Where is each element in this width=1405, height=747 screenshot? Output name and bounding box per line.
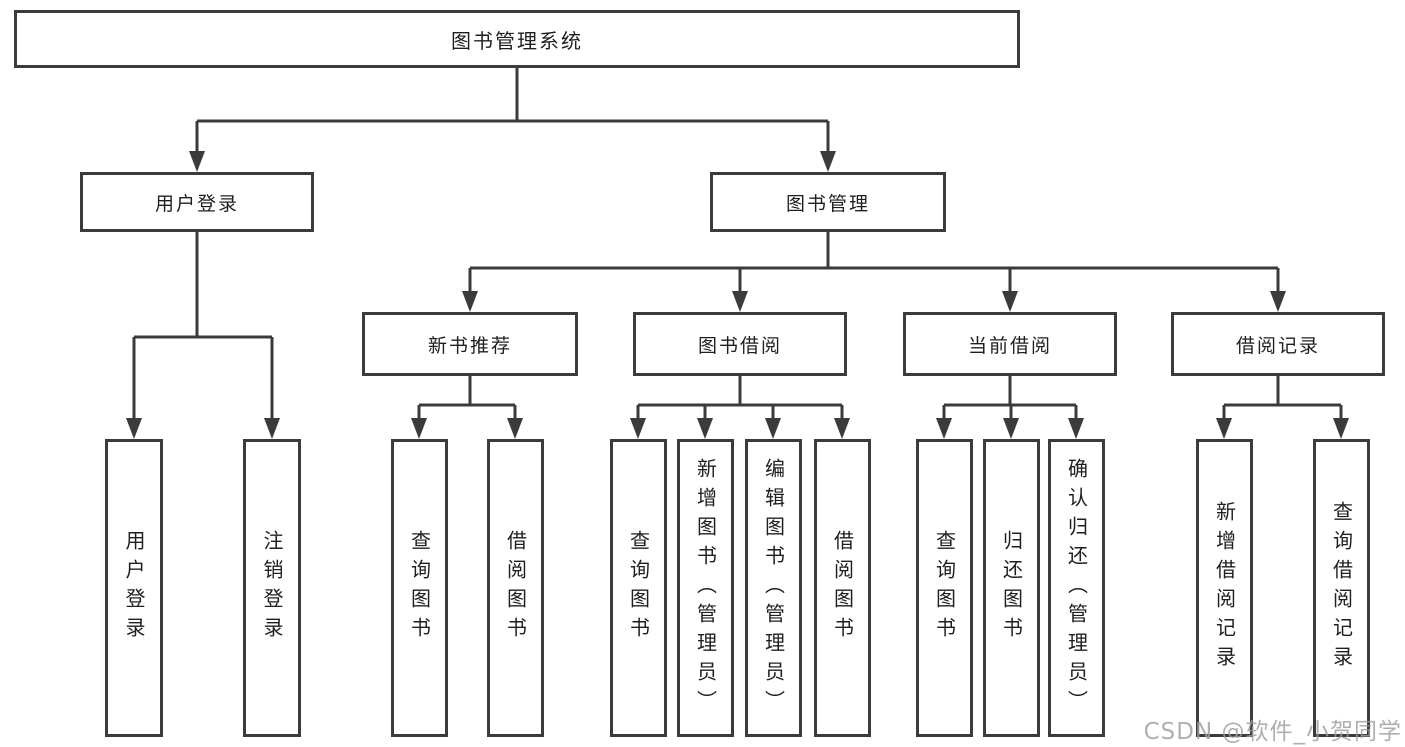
node-user-login: 用户登录 [80, 172, 314, 232]
leaf-borrow-books: 借阅图书 [814, 439, 871, 737]
csdn-watermark: CSDN @软件_小贺同学 [1143, 719, 1402, 745]
node-current-borrow: 当前借阅 [903, 312, 1117, 376]
node-borrow-records: 借阅记录 [1171, 312, 1385, 376]
leaf-add-borrow-record: 新增借阅记录 [1196, 439, 1253, 737]
node-book-management: 图书管理 [710, 172, 946, 232]
leaf-logout: 注销登录 [243, 439, 301, 737]
leaf-user-login: 用户登录 [105, 439, 163, 737]
leaf-query-books-recommend: 查询图书 [391, 439, 448, 737]
node-book-borrow: 图书借阅 [633, 312, 847, 376]
leaf-query-books-borrow: 查询图书 [610, 439, 667, 737]
leaf-confirm-return-admin: 确认归还（管理员） [1048, 439, 1105, 737]
leaf-add-books-admin: 新增图书（管理员） [677, 439, 734, 737]
leaf-query-books-current: 查询图书 [916, 439, 973, 737]
leaf-return-books: 归还图书 [983, 439, 1040, 737]
leaf-borrow-books-recommend: 借阅图书 [487, 439, 544, 737]
leaf-edit-books-admin: 编辑图书（管理员） [745, 439, 802, 737]
node-library-management-system: 图书管理系统 [14, 10, 1020, 68]
node-new-book-recommend: 新书推荐 [362, 312, 578, 376]
leaf-query-borrow-record: 查询借阅记录 [1313, 439, 1370, 737]
